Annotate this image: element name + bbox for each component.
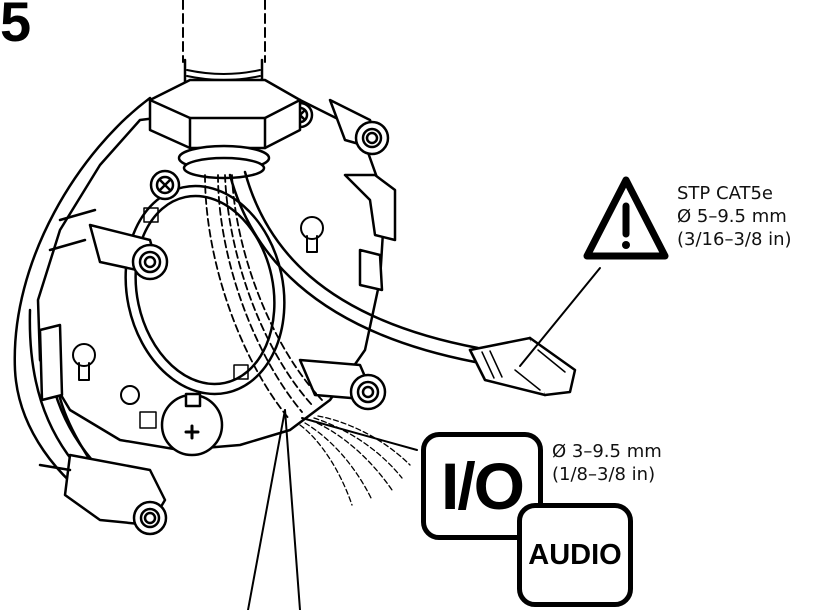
io-cables <box>204 174 323 421</box>
audio-label: AUDIO <box>528 538 622 571</box>
boss-right <box>298 358 387 411</box>
rj45-plug-icon <box>468 336 577 397</box>
stp-spec-diameter-mm: Ø 5–9.5 mm <box>677 206 787 227</box>
step-number: 5 <box>0 0 32 53</box>
plug-plus <box>160 392 224 457</box>
stp-spec-type: STP CAT5e <box>677 183 774 204</box>
io-wires-fan <box>299 415 411 506</box>
audio-label-box: AUDIO <box>517 503 633 607</box>
io-cable-spec: Ø 3–9.5 mm (1/8–3/8 in) <box>552 440 662 486</box>
io-spec-diameter-in: (1/8–3/8 in) <box>552 464 656 485</box>
keyhole-slots <box>72 216 324 405</box>
screw-left <box>149 169 181 201</box>
stp-cable-spec: STP CAT5e Ø 5–9.5 mm (3/16–3/8 in) <box>677 182 792 251</box>
boss-top-right <box>328 98 390 156</box>
warning-triangle-icon <box>583 176 669 260</box>
mounting-bracket <box>13 96 397 536</box>
leader-lines <box>247 267 601 610</box>
io-label: I/O <box>440 449 525 523</box>
stp-spec-diameter-in: (3/16–3/8 in) <box>677 229 792 250</box>
network-cable <box>228 170 480 364</box>
boss-left <box>88 223 169 281</box>
alignment-marks <box>139 207 249 429</box>
boss-bottom <box>132 500 168 536</box>
gland-nut <box>148 78 302 180</box>
io-spec-diameter-mm: Ø 3–9.5 mm <box>552 441 662 462</box>
